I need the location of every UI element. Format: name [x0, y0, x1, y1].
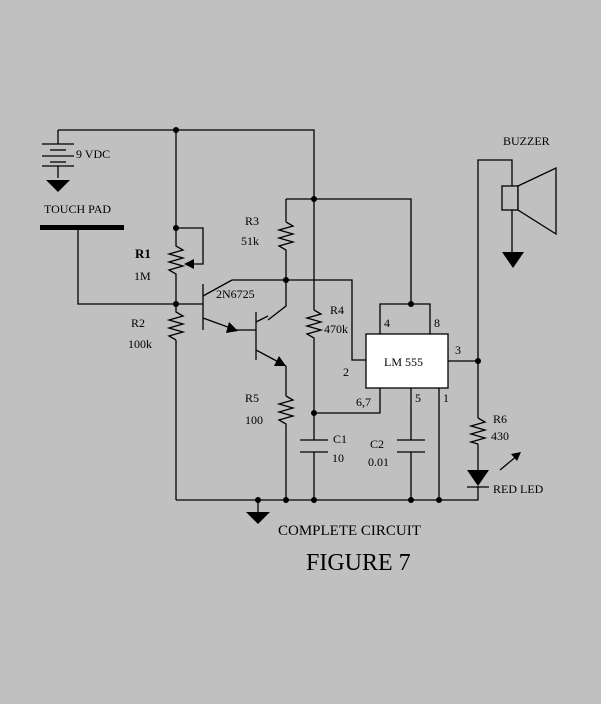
pin8-wire: [411, 303, 431, 334]
pin-8-label: 8: [434, 316, 440, 330]
buzzer-icon: [501, 166, 557, 236]
junction: [283, 497, 289, 503]
battery-ground-icon: [46, 180, 70, 192]
pin67-wire: [314, 388, 381, 414]
figure-caption: COMPLETE CIRCUIT: [278, 523, 421, 539]
touch-pad-label: TOUCH PAD: [44, 202, 111, 216]
r6-value: 430: [491, 429, 509, 443]
touch-pad-wire: [77, 228, 203, 305]
battery-label: 9 VDC: [76, 147, 110, 161]
vcc-rail: [286, 198, 412, 304]
junction: [408, 497, 414, 503]
r1-wiper-wire: [176, 227, 204, 265]
r6-resistor: [468, 417, 488, 445]
collector-wire: [232, 279, 366, 361]
top-rail: [58, 129, 315, 199]
figure-title: FIGURE 7: [306, 550, 411, 576]
r3-label: R3: [245, 214, 259, 228]
r1-value: 1M: [134, 269, 151, 283]
c1-value: 10: [332, 451, 344, 465]
transistor-symbol: [202, 279, 287, 373]
r4-resistor: [304, 309, 324, 342]
pin-3-label: 3: [455, 343, 461, 357]
buzzer-label: BUZZER: [503, 134, 550, 148]
pin-5-label: 5: [415, 391, 421, 405]
r2-value: 100k: [128, 337, 152, 351]
r4-value: 470k: [324, 322, 348, 336]
r3-value: 51k: [241, 234, 259, 248]
junction: [311, 196, 317, 202]
buzzer-ground-icon: [502, 252, 524, 268]
led-to-ground: [439, 486, 479, 501]
junction: [436, 497, 442, 503]
ic-label: LM 555: [384, 355, 423, 369]
wires: [57, 129, 513, 512]
junction: [408, 301, 414, 307]
junction: [173, 127, 179, 133]
r4-label: R4: [330, 303, 344, 317]
buzzer-wire: [477, 159, 513, 361]
pin4-wire: [379, 303, 411, 334]
battery-symbol: [42, 143, 74, 167]
pin-1-label: 1: [443, 391, 449, 405]
led-label: RED LED: [493, 482, 544, 496]
touch-pad-plate: [40, 225, 124, 230]
junction: [475, 358, 481, 364]
junction: [283, 277, 289, 283]
c2-value: 0.01: [368, 455, 389, 469]
c1-capacitor: [300, 439, 328, 453]
r6-label: R6: [493, 412, 507, 426]
collector-down: [267, 280, 287, 321]
junction: [311, 497, 317, 503]
r3-resistor: [276, 221, 296, 254]
r2-label: R2: [131, 316, 145, 330]
junctions: [173, 127, 481, 503]
c2-capacitor: [397, 439, 425, 453]
r5-label: R5: [245, 391, 259, 405]
ground-icon: [246, 512, 270, 524]
c2-label: C2: [370, 437, 384, 451]
r1-resistor: [166, 241, 186, 277]
led-icon: [467, 452, 521, 488]
r1-wiper-arrow: [184, 259, 194, 269]
c1-label: C1: [333, 432, 347, 446]
r1-label: R1: [135, 246, 151, 261]
r2-resistor: [166, 304, 186, 341]
pin-67-label: 6,7: [356, 395, 371, 409]
junction: [255, 497, 261, 503]
transistor-label: 2N6725: [216, 287, 255, 301]
junction: [311, 410, 317, 416]
pin-2-label: 2: [343, 365, 349, 379]
ic-lm555: [365, 333, 449, 389]
r5-resistor: [276, 395, 296, 426]
r5-value: 100: [245, 413, 263, 427]
pin-4-label: 4: [384, 316, 390, 330]
